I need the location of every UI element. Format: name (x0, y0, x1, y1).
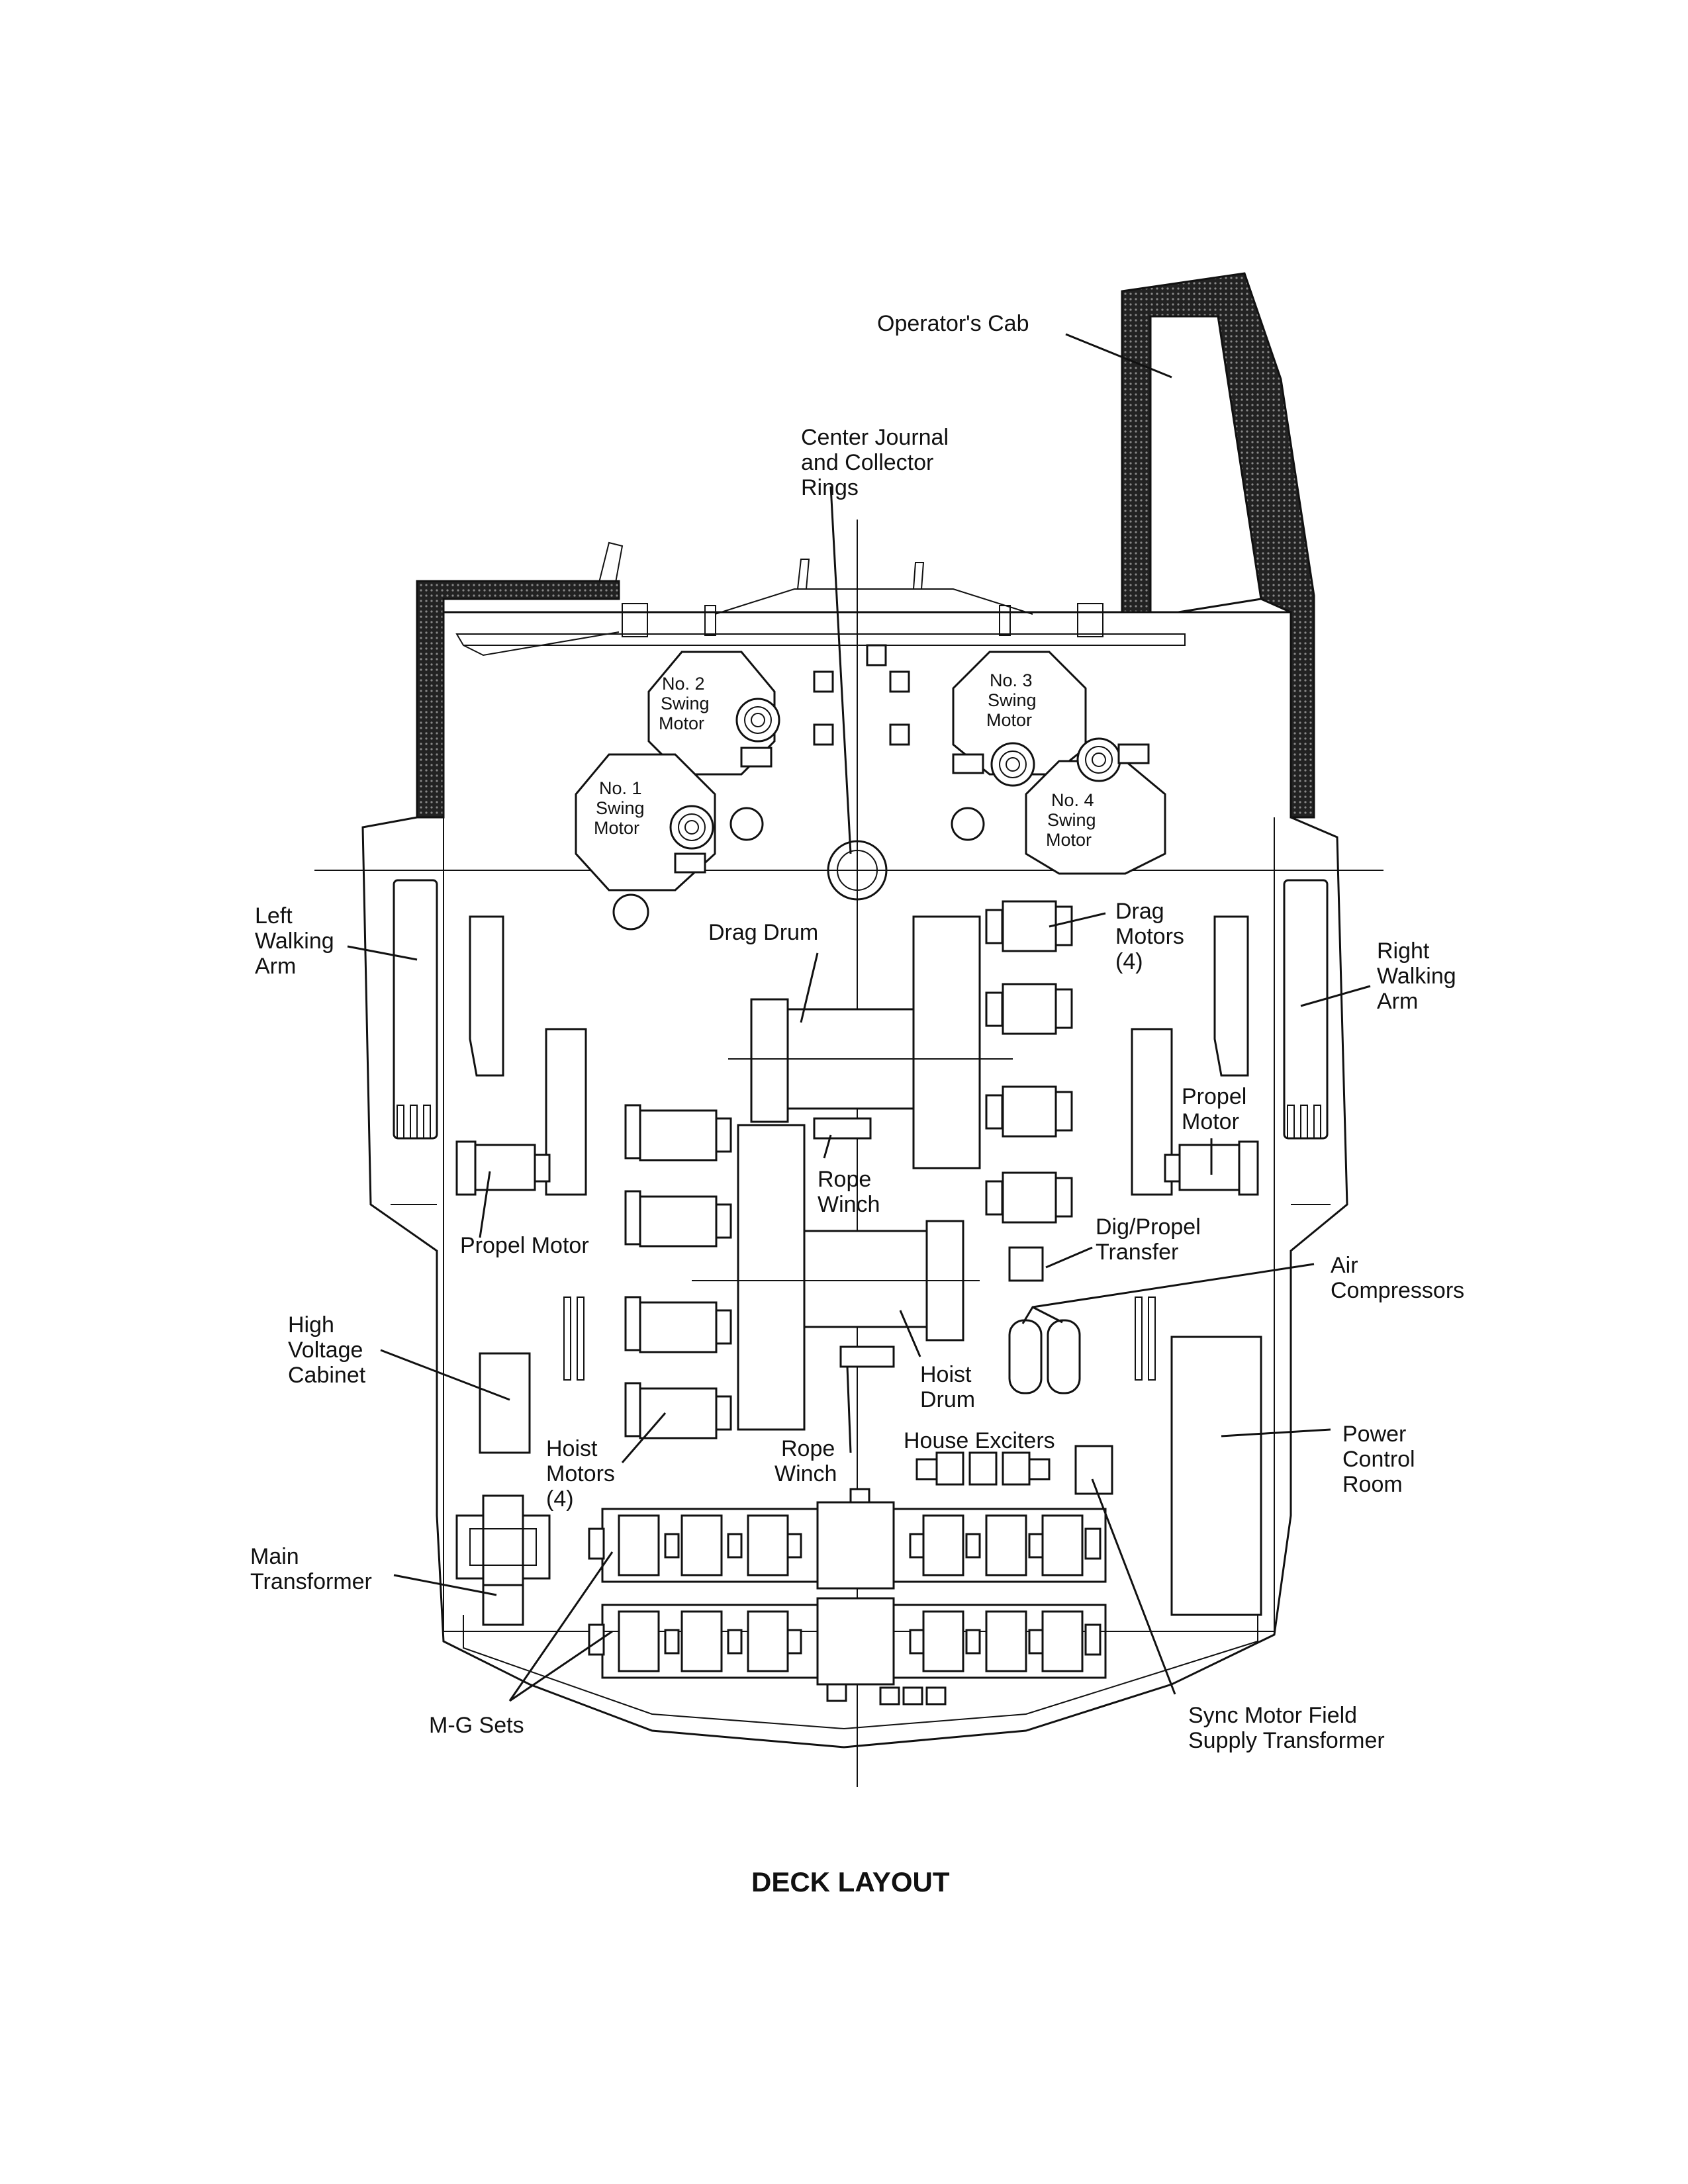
label-operators-cab: Operator's Cab (877, 311, 1029, 336)
label-hoist-drum-2: Drum (920, 1387, 975, 1412)
label-drag-motors-1: Drag (1115, 899, 1164, 924)
hull-outline (361, 272, 1348, 1749)
label-right-arm-1: Right (1377, 938, 1430, 964)
hoist-drum-assembly (624, 1104, 980, 1439)
label-power-2: Control (1342, 1447, 1415, 1472)
label-hoist-drum-1: Hoist (920, 1362, 972, 1387)
page-title: DECK LAYOUT (751, 1866, 950, 1897)
label-no2-3: Motor (659, 713, 704, 733)
label-air-comp-2: Compressors (1331, 1278, 1464, 1303)
label-hv-3: Cabinet (288, 1363, 366, 1388)
label-drag-motors-3: (4) (1115, 949, 1143, 974)
label-right-arm-2: Walking (1377, 964, 1456, 989)
propel-motors (455, 1140, 1259, 1196)
label-propel-right-1: Propel (1182, 1084, 1246, 1109)
label-dig-propel-1: Dig/Propel (1096, 1214, 1201, 1240)
label-hoist-motors-1: Hoist (546, 1436, 598, 1461)
operators-cab (1149, 315, 1262, 614)
walking-arms (393, 879, 1329, 1196)
lower-equipment (455, 1246, 1262, 1626)
label-no1-1: No. 1 (599, 778, 642, 798)
label-no1-2: Swing (596, 798, 645, 818)
label-power-3: Room (1342, 1472, 1403, 1497)
label-center-journal-2: and Collector (801, 450, 933, 475)
label-no2-2: Swing (661, 694, 710, 713)
label-dig-propel-2: Transfer (1096, 1240, 1178, 1265)
label-no4-2: Swing (1047, 810, 1096, 830)
label-right-arm-3: Arm (1377, 989, 1418, 1014)
label-rope-winch-2: Winch (818, 1192, 880, 1217)
label-hv-1: High (288, 1312, 334, 1338)
label-hoist-motors-2: Motors (546, 1461, 615, 1486)
label-sync-2: Supply Transformer (1188, 1728, 1385, 1753)
label-no3-1: No. 3 (990, 670, 1033, 690)
label-air-comp-1: Air (1331, 1253, 1358, 1278)
label-rope-winch-lower-2: Winch (774, 1461, 837, 1486)
label-hv-2: Voltage (288, 1338, 363, 1363)
mg-sets (588, 1488, 1107, 1706)
label-rope-winch-1: Rope (818, 1167, 871, 1192)
label-left-arm-3: Arm (255, 954, 296, 979)
swing-motors (575, 644, 1166, 931)
center-journal (827, 840, 888, 901)
label-hoist-motors-3: (4) (546, 1486, 574, 1512)
label-no3-3: Motor (986, 710, 1032, 730)
label-no1-3: Motor (594, 818, 639, 838)
label-left-arm-2: Walking (255, 929, 334, 954)
label-no4-3: Motor (1046, 830, 1092, 850)
label-rope-winch-lower-1: Rope (781, 1436, 835, 1461)
label-house-exciters: House Exciters (904, 1428, 1055, 1453)
label-power-1: Power (1342, 1422, 1406, 1447)
label-center-journal-3: Rings (801, 475, 859, 500)
label-main-transformer-2: Transformer (250, 1569, 372, 1594)
label-main-transformer-1: Main (250, 1544, 299, 1569)
label-no2-1: No. 2 (662, 674, 705, 694)
label-no3-2: Swing (988, 690, 1037, 710)
power-control-room (1170, 1336, 1262, 1616)
label-mg-sets: M-G Sets (429, 1713, 524, 1738)
label-drag-drum: Drag Drum (708, 920, 818, 945)
label-center-journal-1: Center Journal (801, 425, 949, 450)
high-voltage-cabinet (479, 1352, 531, 1454)
label-drag-motors-2: Motors (1115, 924, 1184, 949)
label-left-arm-1: Left (255, 903, 293, 929)
drag-drum-assembly (728, 900, 1073, 1224)
labels: Operator's Cab Center Journal and Collec… (250, 311, 1464, 1897)
leader-lines (347, 333, 1371, 1702)
label-no4-1: No. 4 (1051, 790, 1094, 810)
label-propel-right-2: Motor (1182, 1109, 1239, 1134)
label-propel-left: Propel Motor (460, 1233, 589, 1258)
label-sync-1: Sync Motor Field (1188, 1703, 1357, 1728)
